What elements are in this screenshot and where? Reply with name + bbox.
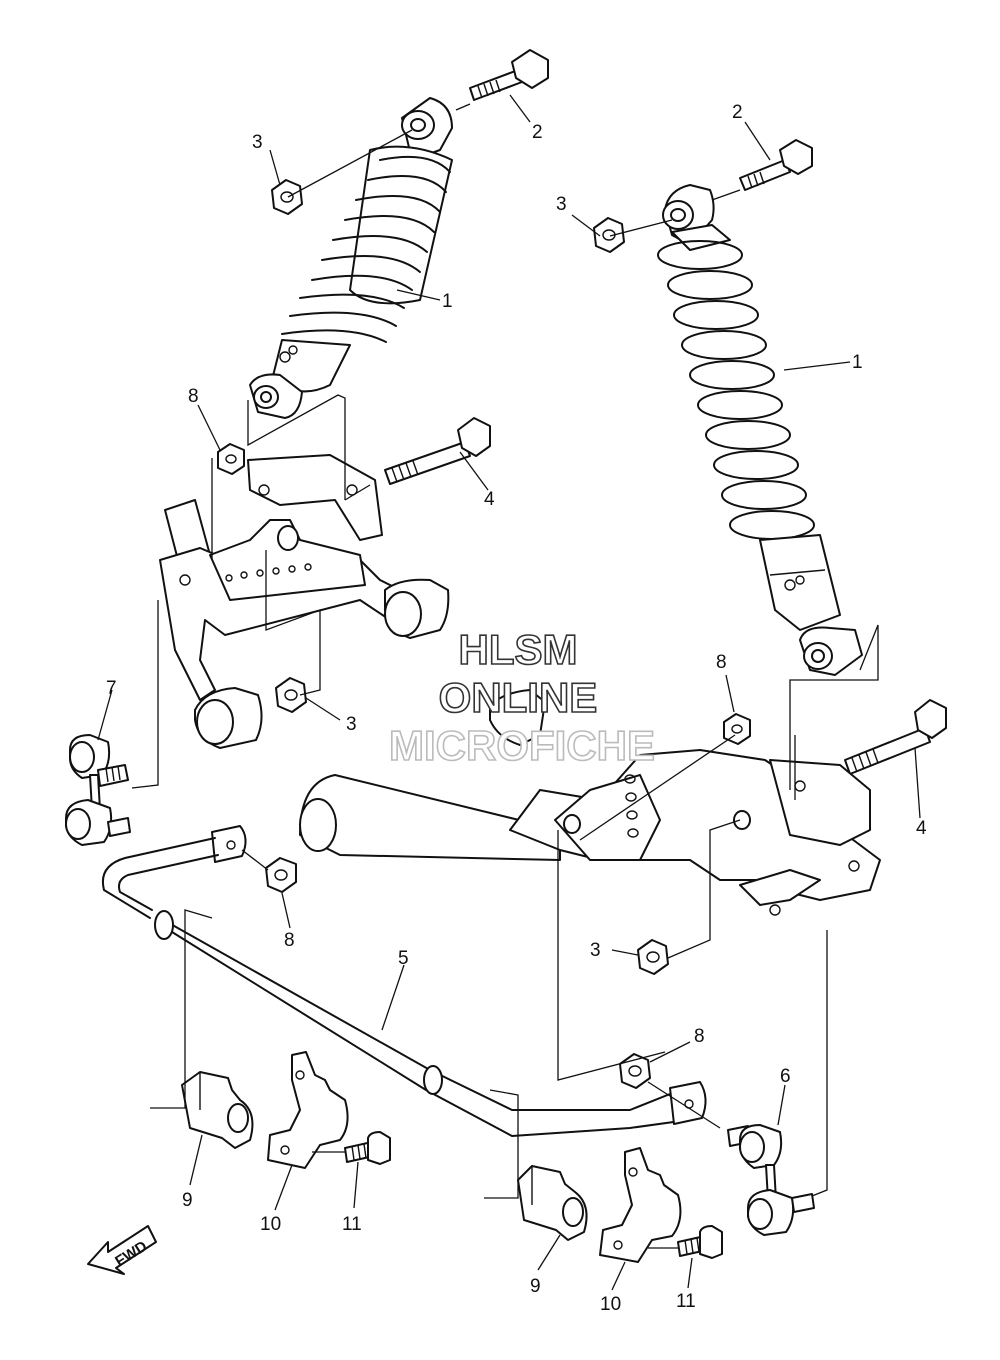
watermark-line-3: MICROFICHE	[389, 722, 655, 769]
nut-8-upper-left[interactable]	[217, 443, 245, 475]
watermark: HLSM ONLINE MICROFICHE	[388, 625, 656, 770]
callout-11-left-bolt: 11	[342, 1214, 362, 1235]
callout-leaders	[97, 94, 921, 1291]
left-stabilizer-link[interactable]	[65, 734, 131, 846]
callout-11-right-bolt: 11	[676, 1291, 696, 1312]
left-shock-absorber[interactable]	[249, 97, 453, 419]
nut-8-stabilizer-left[interactable]	[265, 857, 297, 893]
callout-10-left-holder: 10	[260, 1214, 281, 1235]
nut-3-upper-left[interactable]	[271, 179, 303, 215]
long-bolt-left[interactable]	[384, 417, 491, 485]
callout-2-left-bolt: 2	[532, 122, 543, 143]
callout-8-upper-left-nut: 8	[188, 386, 199, 407]
nut-8-stabilizer-right[interactable]	[619, 1053, 651, 1089]
callout-1-left-shock: 1	[442, 291, 453, 312]
callout-3-upper-right-nut: 3	[556, 194, 567, 215]
holder-10-left[interactable]	[267, 1051, 349, 1169]
nut-3-middle[interactable]	[275, 677, 307, 713]
watermark-line-1: HLSM	[459, 626, 578, 673]
callout-8-stabilizer-left-nut: 8	[284, 930, 295, 951]
callout-7-left-link: 7	[106, 678, 117, 699]
assembly-lines	[131, 103, 879, 1249]
nut-3-lower-right[interactable]	[637, 939, 669, 975]
callout-10-right-holder: 10	[600, 1294, 621, 1315]
callout-3-upper-left-nut: 3	[252, 132, 263, 153]
callout-1-right-shock: 1	[852, 352, 863, 373]
upper-bolt-left[interactable]	[469, 49, 549, 101]
nut-8-right[interactable]	[723, 713, 751, 745]
holder-10-right[interactable]	[599, 1147, 682, 1263]
callout-6-right-link: 6	[780, 1066, 791, 1087]
right-stabilizer-link[interactable]	[727, 1124, 815, 1236]
callout-4-left-bolt: 4	[484, 489, 495, 510]
callout-numbers: 1 1 2 2 3 3 3 3 4 4 5 6 7 8 8 8 8 9 9 10…	[106, 102, 927, 1315]
callout-4-right-bolt: 4	[916, 818, 927, 839]
stabilizer-bar[interactable]	[102, 825, 707, 1137]
upper-bolt-right[interactable]	[739, 139, 813, 191]
forward-direction-arrow: FWD	[87, 1225, 157, 1275]
bushing-9-right[interactable]	[517, 1165, 588, 1241]
callout-8-right-nut: 8	[716, 652, 727, 673]
callout-9-left-bushing: 9	[182, 1190, 193, 1211]
bushing-9-left[interactable]	[181, 1071, 254, 1149]
callout-5-stabilizer: 5	[398, 948, 409, 969]
left-lower-arm[interactable]	[159, 454, 450, 749]
callout-3-middle-nut: 3	[346, 714, 357, 735]
long-bolt-right[interactable]	[844, 699, 947, 775]
bolt-11-right[interactable]	[677, 1225, 723, 1259]
callout-2-right-bolt: 2	[732, 102, 743, 123]
right-shock-absorber[interactable]	[657, 184, 863, 676]
watermark-line-2: ONLINE	[439, 674, 598, 721]
callout-8-stabilizer-right-nut: 8	[694, 1026, 705, 1047]
bolt-11-left[interactable]	[344, 1131, 391, 1165]
callout-9-right-bushing: 9	[530, 1276, 541, 1297]
callout-3-lower-right-nut: 3	[590, 940, 601, 961]
